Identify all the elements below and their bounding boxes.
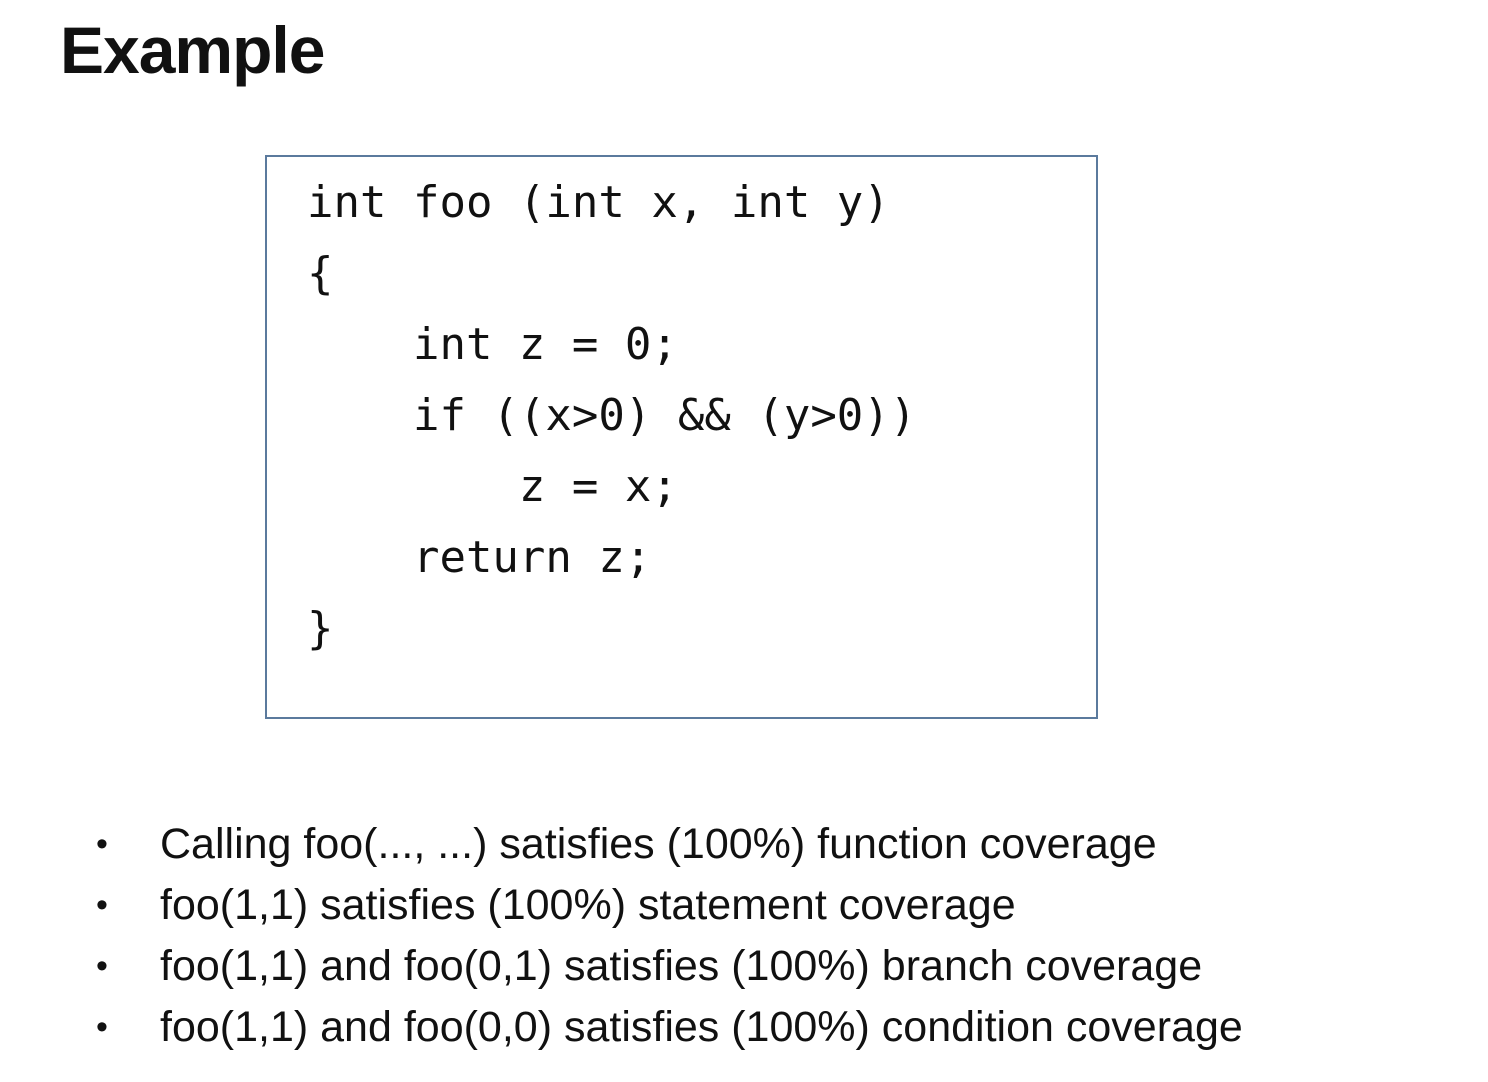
bullet-text: foo(1,1) and foo(0,1) satisfies (100%) b… [160, 942, 1203, 990]
code-line: z = x; [307, 461, 678, 512]
bullet-dot: • [96, 886, 108, 924]
code-block: int foo (int x, int y) { int z = 0; if (… [267, 157, 1096, 664]
bullet-dot: • [96, 1008, 108, 1046]
code-line: } [307, 603, 334, 654]
code-line: if ((x>0) && (y>0)) [307, 390, 917, 441]
code-line: int z = 0; [307, 319, 678, 370]
list-item: • foo(1,1) satisfies (100%) statement co… [90, 875, 1470, 936]
bullet-text: Calling foo(..., ...) satisfies (100%) f… [160, 820, 1157, 868]
bullet-text: foo(1,1) satisfies (100%) statement cove… [160, 881, 1016, 929]
slide-title: Example [60, 13, 325, 87]
code-line: { [307, 248, 334, 299]
bullet-text: foo(1,1) and foo(0,0) satisfies (100%) c… [160, 1003, 1243, 1051]
list-item: • foo(1,1) and foo(0,0) satisfies (100%)… [90, 997, 1470, 1058]
bullet-dot: • [96, 825, 108, 863]
code-box: int foo (int x, int y) { int z = 0; if (… [265, 155, 1098, 719]
code-line: int foo (int x, int y) [307, 177, 890, 228]
code-line: return z; [307, 532, 652, 583]
list-item: • Calling foo(..., ...) satisfies (100%)… [90, 814, 1470, 875]
list-item: • foo(1,1) and foo(0,1) satisfies (100%)… [90, 936, 1470, 997]
bullet-list: • Calling foo(..., ...) satisfies (100%)… [90, 814, 1470, 1058]
bullet-dot: • [96, 947, 108, 985]
